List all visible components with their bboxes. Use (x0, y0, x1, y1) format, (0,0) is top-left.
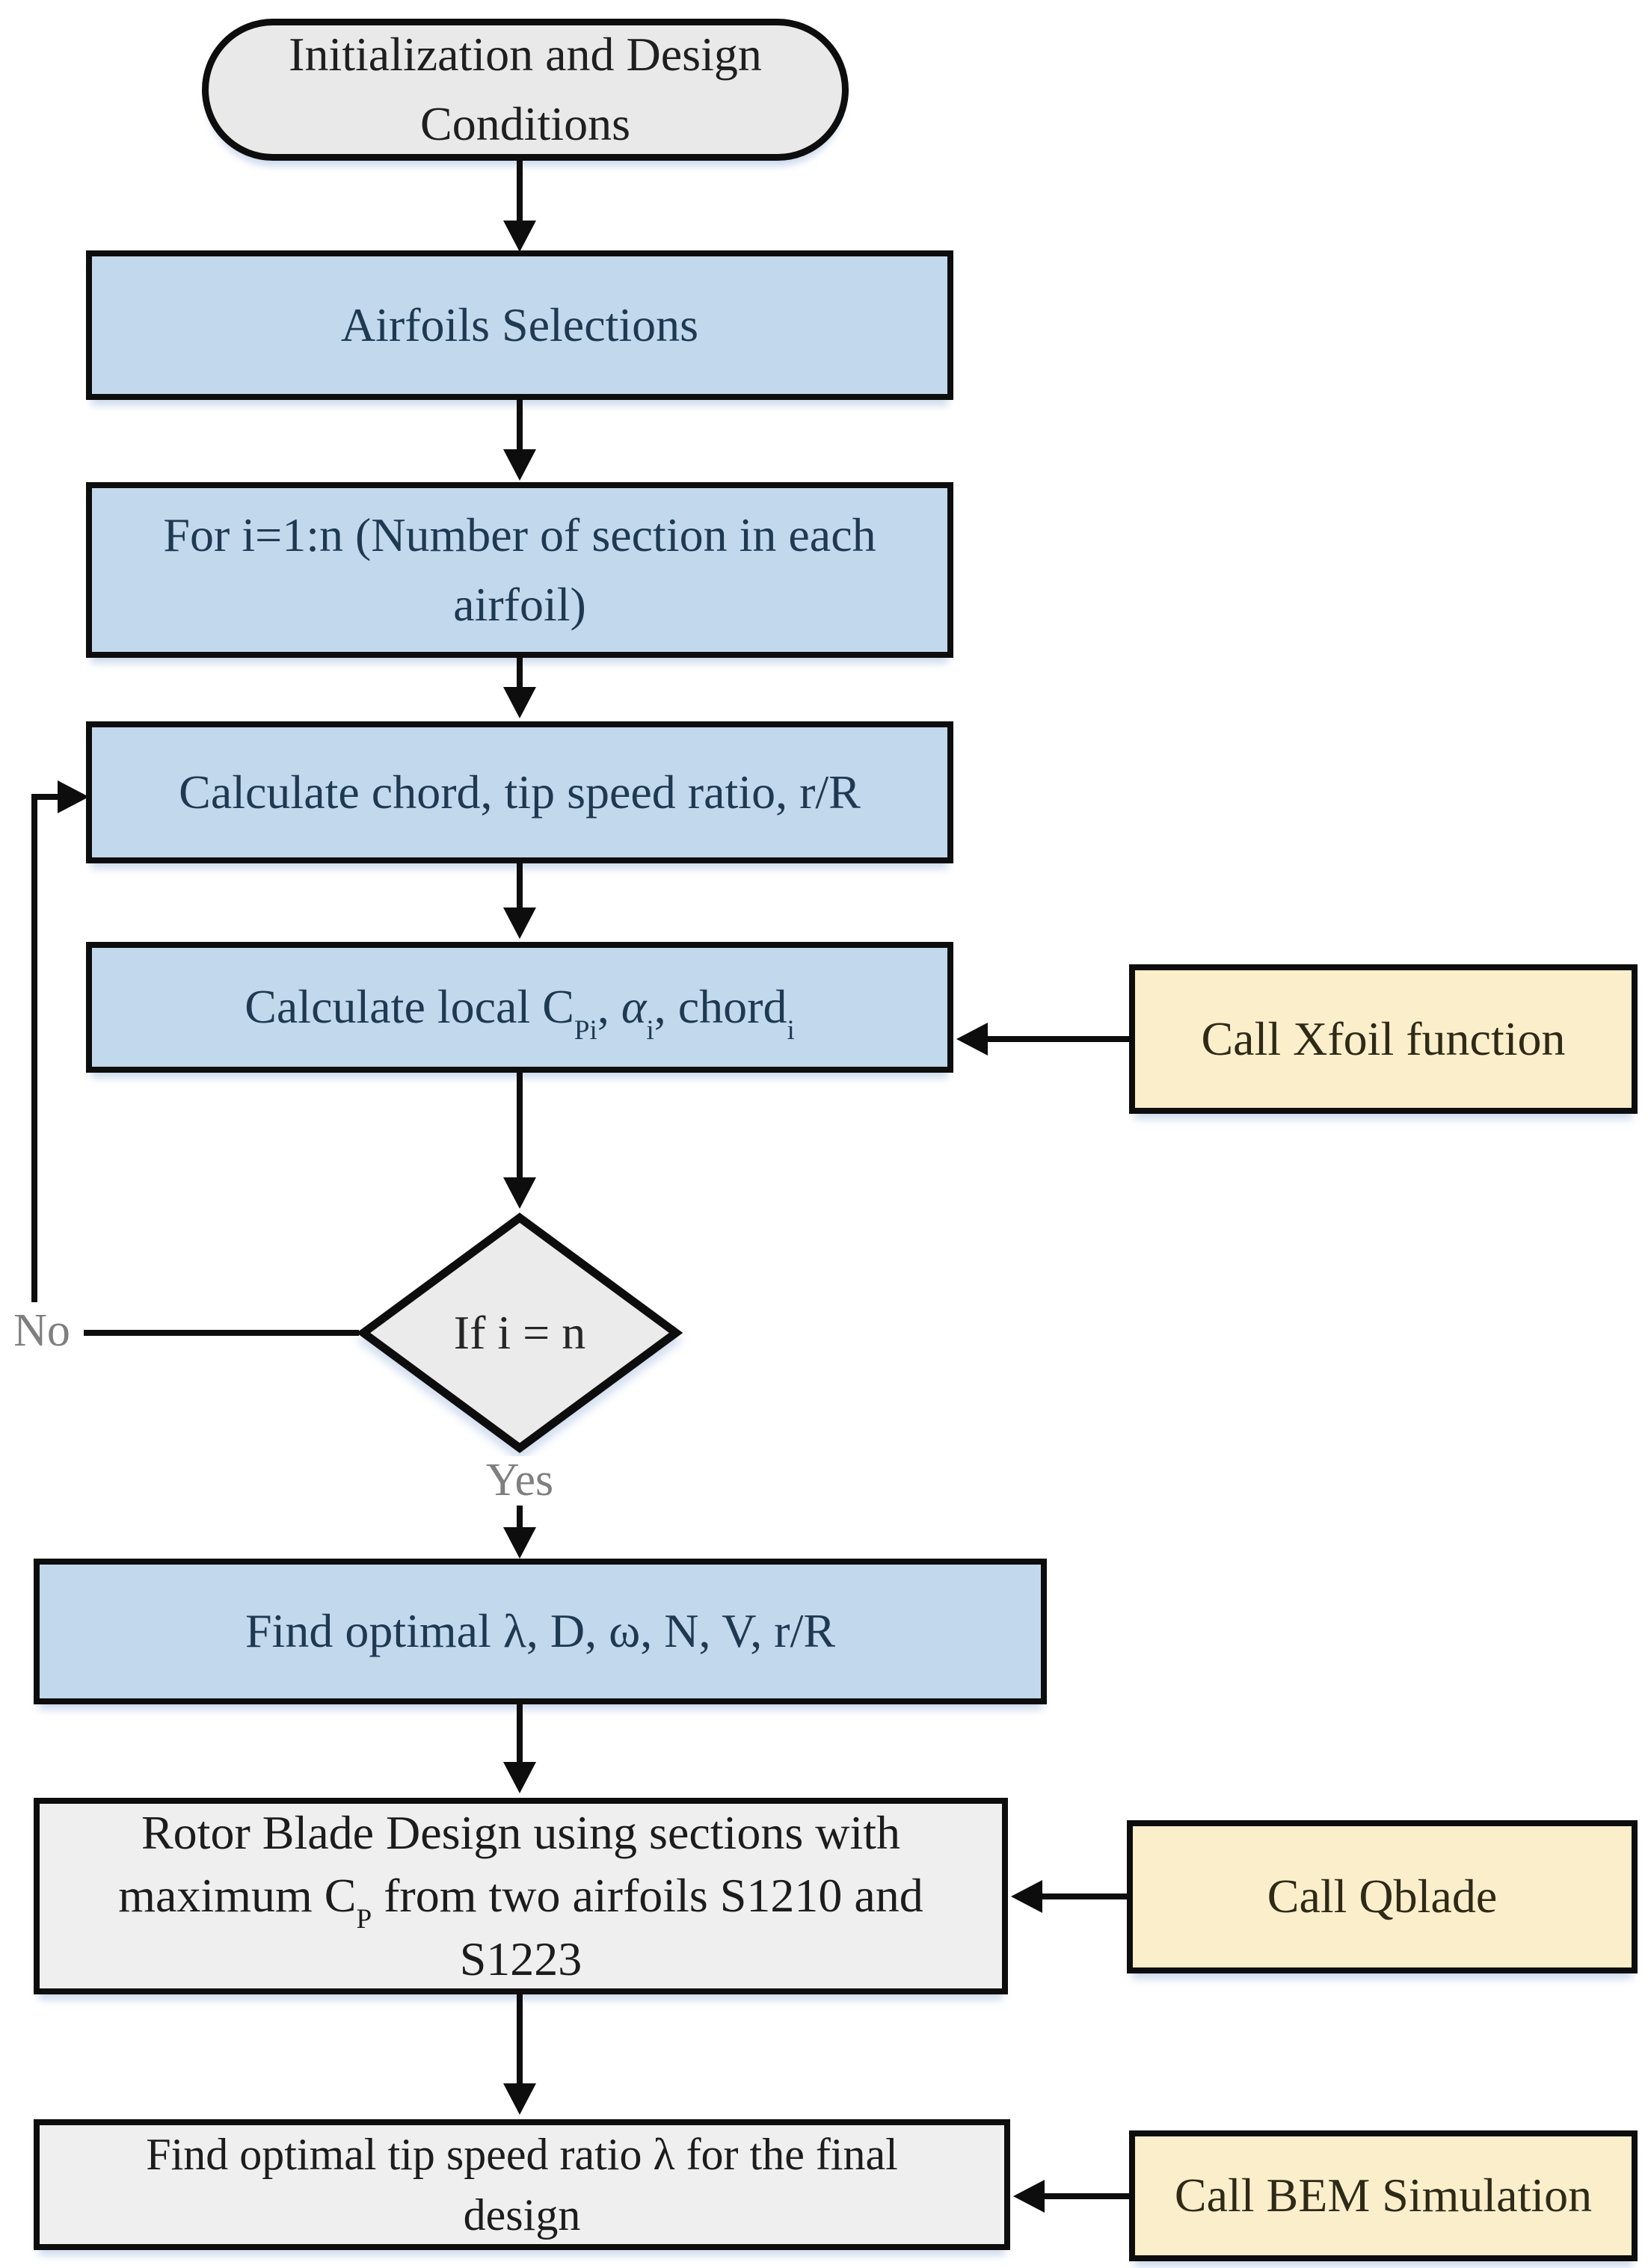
arrowhead-down (503, 449, 536, 481)
node-airfoils-selections: Airfoils Selections (86, 250, 953, 400)
calc-local-alpha: α (621, 980, 647, 1034)
node-call-bem-label: Call BEM Simulation (1174, 2169, 1593, 2222)
arrow-forloop-to-calcchord-line (517, 658, 523, 688)
arrow-bem-to-finaldesign-line (1045, 2193, 1129, 2199)
arrowhead-right (58, 780, 89, 813)
no-loop-horizontal-line (84, 1330, 359, 1336)
arrow-findoptimal-to-rotordesign-line (517, 1704, 523, 1763)
decision-diamond-shape (356, 1212, 683, 1453)
node-calc-local-label: Calculate local CPi, αi, chordi (245, 973, 795, 1044)
rotor-design-line2-post: from two airfoils S1210 and (372, 1869, 923, 1923)
arrowhead-left (1013, 2180, 1045, 2213)
node-start-line1: Initialization and Design (289, 28, 762, 81)
node-for-loop-line1: For i=1:n (Number of section in each (163, 508, 876, 561)
node-start-line2: Conditions (420, 97, 630, 150)
node-start-terminator: Initialization and Design Conditions (202, 19, 849, 161)
arrowhead-down (503, 1177, 536, 1209)
calc-local-sub-i2: i (787, 1015, 795, 1047)
node-call-xfoil: Call Xfoil function (1129, 964, 1638, 1114)
node-decision: If i = n (356, 1212, 683, 1453)
node-calc-chord-label: Calculate chord, tip speed ratio, r/R (179, 765, 861, 819)
calc-local-comma1: , (597, 980, 621, 1034)
arrowhead-left (956, 1023, 988, 1056)
no-loop-vertical-line (31, 797, 37, 1302)
calc-local-chord: , chord (654, 980, 787, 1034)
node-final-design-line1: Find optimal tip speed ratio λ for the f… (146, 2129, 898, 2179)
arrowhead-down (503, 1527, 536, 1559)
node-rotor-design-line2: maximum CP from two airfoils S1210 and (118, 1864, 923, 1933)
node-final-design-line2: design (463, 2190, 581, 2240)
arrowhead-down (503, 1762, 536, 1793)
yes-branch-label: Yes (430, 1455, 609, 1506)
arrowhead-down (503, 687, 536, 718)
node-call-xfoil-label: Call Xfoil function (1201, 1011, 1566, 1065)
node-find-optimal: Find optimal λ, D, ω, N, V, r/R (34, 1559, 1047, 1704)
rotor-design-line2-pre: maximum C (118, 1869, 357, 1923)
node-calc-chord: Calculate chord, tip speed ratio, r/R (86, 721, 953, 863)
arrow-qblade-to-rotordesign-line (1042, 1893, 1127, 1899)
calc-local-sub-pi: Pi (574, 1015, 597, 1047)
node-for-loop: For i=1:n (Number of section in each air… (86, 482, 953, 658)
node-calc-local: Calculate local CPi, αi, chordi (86, 942, 953, 1073)
node-decision-label: If i = n (453, 1306, 586, 1359)
node-airfoils-label: Airfoils Selections (340, 298, 699, 351)
arrow-xfoil-to-calclocal-line (986, 1036, 1129, 1042)
arrow-calclocal-to-decision-line (517, 1073, 523, 1179)
no-loop-return-line (31, 794, 61, 800)
node-find-optimal-label: Find optimal λ, D, ω, N, V, r/R (245, 1604, 836, 1658)
arrowhead-left (1011, 1880, 1042, 1913)
arrow-start-to-airfoils-line (517, 161, 523, 222)
node-call-qblade: Call Qblade (1127, 1820, 1638, 1973)
calc-local-pre: Calculate local C (245, 980, 574, 1034)
node-call-bem: Call BEM Simulation (1129, 2130, 1638, 2261)
node-call-qblade-label: Call Qblade (1267, 1870, 1498, 1923)
arrow-rotordesign-to-finaldesign-line (517, 1994, 523, 2085)
rotor-design-sub-p: P (356, 1904, 372, 1935)
calc-local-sub-i1: i (646, 1015, 654, 1047)
arrow-yes-line (517, 1506, 523, 1529)
arrow-airfoils-to-forloop-line (517, 400, 523, 451)
node-rotor-design: Rotor Blade Design using sections with m… (34, 1798, 1008, 1994)
node-rotor-design-line3: S1223 (459, 1932, 582, 1985)
arrowhead-down (503, 2083, 536, 2115)
arrowhead-down (503, 221, 536, 252)
node-for-loop-line2: airfoil) (453, 577, 586, 631)
node-rotor-design-line1: Rotor Blade Design using sections with (141, 1805, 901, 1859)
no-branch-label: No (1, 1306, 82, 1356)
arrow-calcchord-to-calclocal-line (517, 863, 523, 909)
arrowhead-down (503, 907, 536, 939)
node-final-design: Find optimal tip speed ratio λ for the f… (34, 2119, 1010, 2250)
